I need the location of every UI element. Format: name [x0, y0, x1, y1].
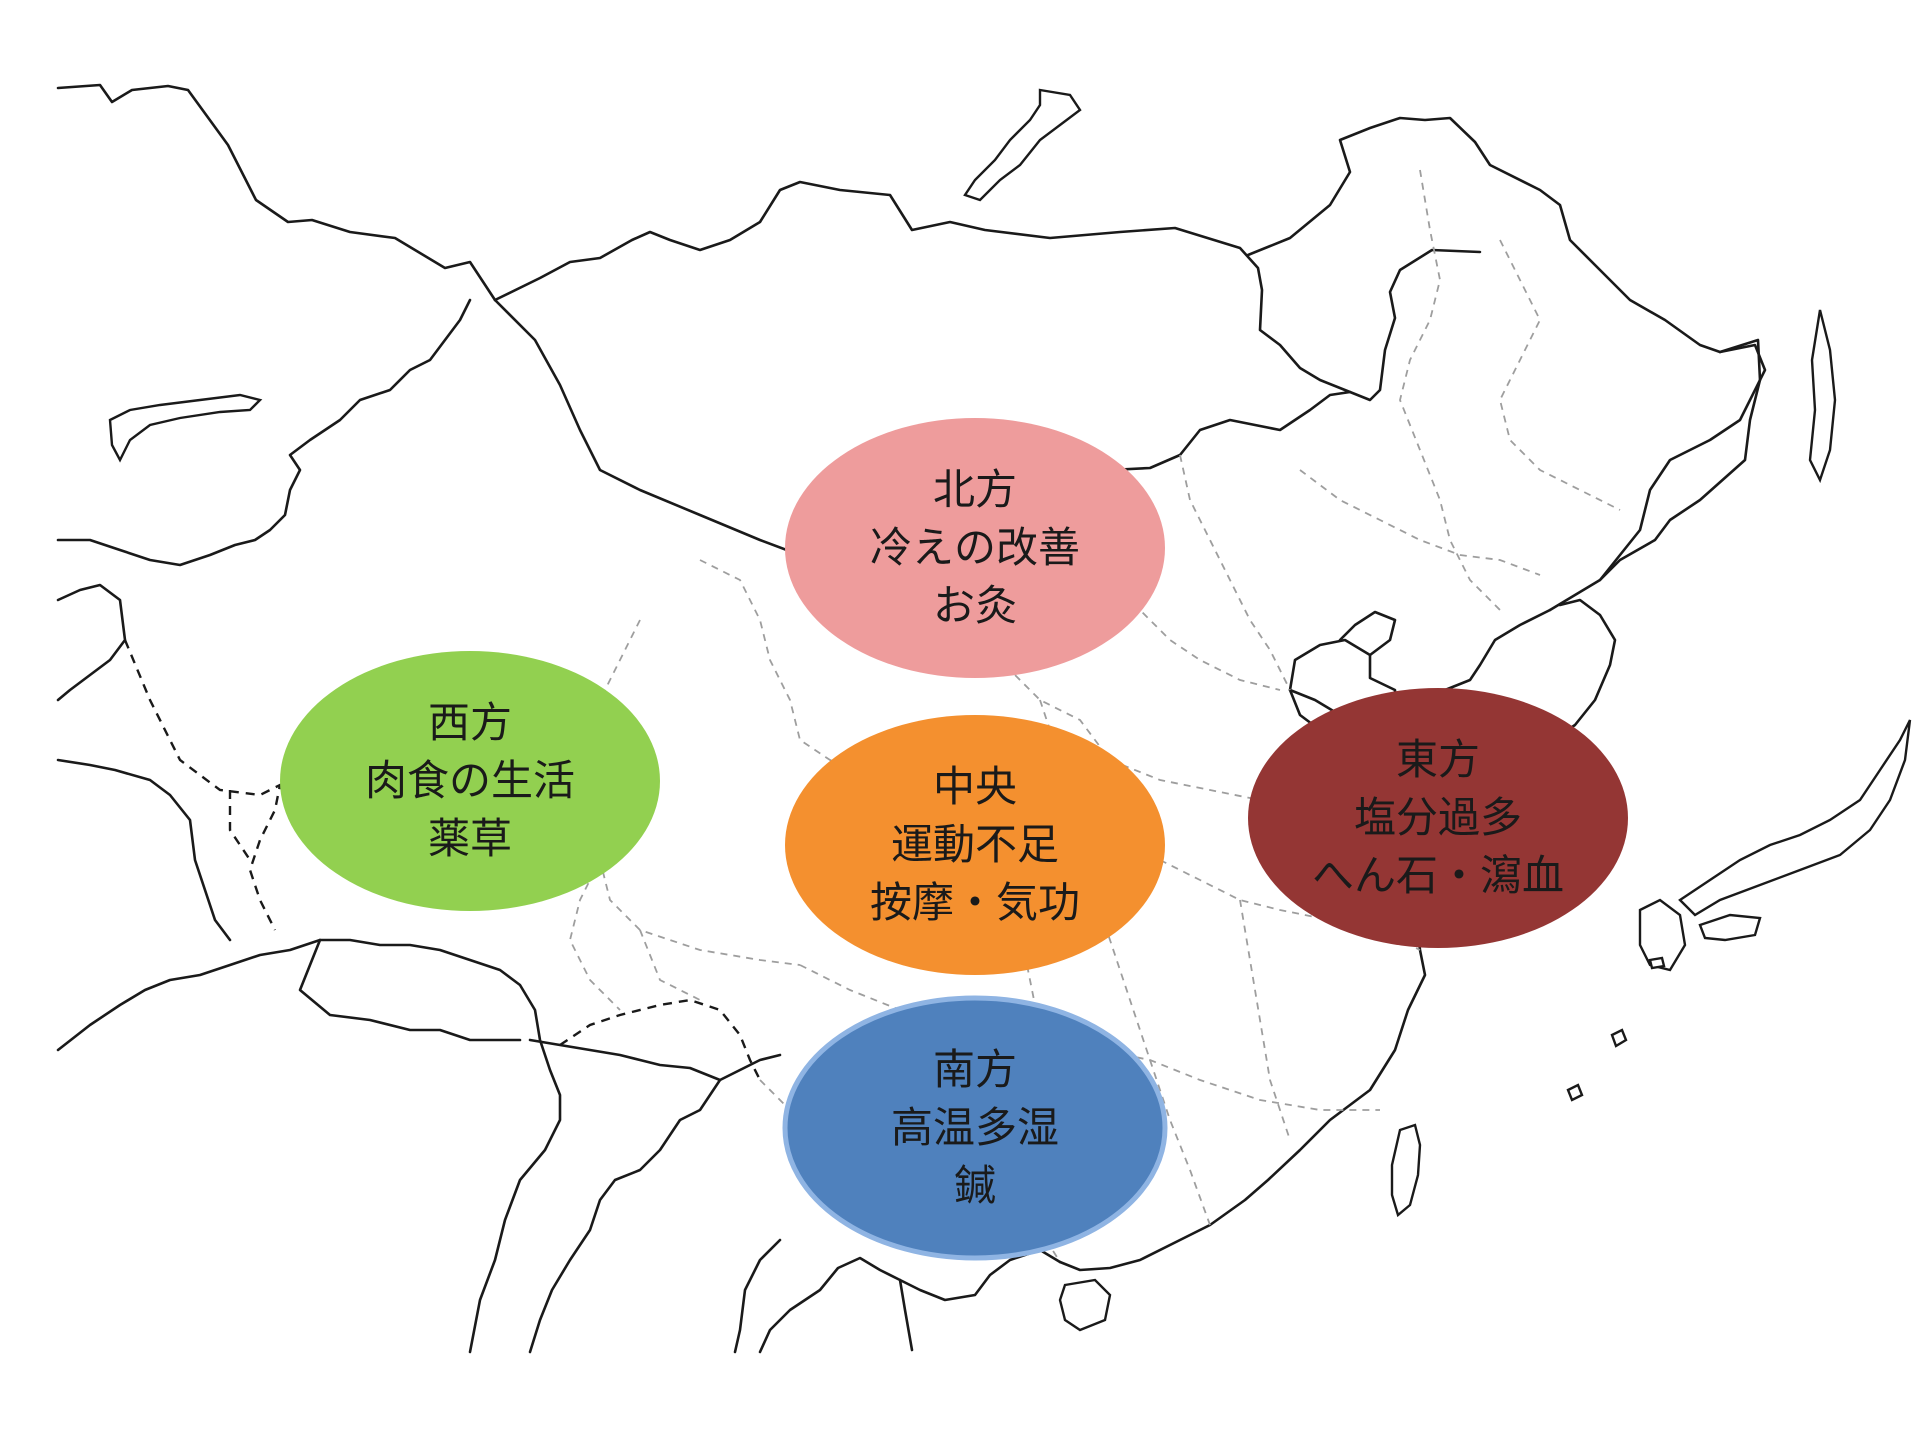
province-boundary-5 — [1179, 454, 1291, 691]
region-west-bubble — [280, 651, 660, 911]
russia-northeast-border — [1246, 116, 1767, 612]
nepal-bhutan-border — [298, 938, 782, 1082]
kyrgyzstan-border — [56, 298, 472, 567]
southeast-asia-border — [733, 1238, 1062, 1354]
region-center-line-1: 中央 — [933, 762, 1017, 811]
province-boundary-10 — [1159, 859, 1421, 1141]
regions-layer: 北方冷えの改善お灸西方肉食の生活薬草中央運動不足按摩・気功東方塩分過多へん石・瀉… — [280, 418, 1628, 1261]
region-east-line-2: 塩分過多 — [1354, 793, 1522, 842]
arunachal-disputed-line — [559, 998, 762, 1081]
region-west-line-1: 西方 — [428, 698, 512, 747]
region-east-bubble — [1248, 688, 1628, 948]
india-border — [56, 938, 562, 1354]
region-north-line-1: 北方 — [933, 465, 1017, 514]
hainan — [1058, 1278, 1112, 1332]
jeju-island — [1648, 956, 1666, 970]
taiwan — [1390, 1123, 1422, 1218]
ryukyu-island-1 — [1610, 1028, 1628, 1048]
lake-baikal — [963, 88, 1082, 202]
region-south-line-3: 鍼 — [954, 1161, 996, 1210]
far-east-coast — [1598, 338, 1762, 582]
region-south-line-1: 南方 — [933, 1045, 1017, 1094]
region-north-line-2: 冷えの改善 — [870, 523, 1080, 572]
ryukyu-island-2 — [1566, 1083, 1584, 1102]
province-boundary-6 — [1399, 169, 1621, 611]
kazakhstan-border — [56, 83, 497, 302]
region-north-bubble — [785, 418, 1165, 678]
region-south-bubble — [782, 995, 1168, 1261]
region-east-line-3: へん石・瀉血 — [1312, 851, 1564, 900]
province-boundary-7 — [1299, 469, 1541, 576]
region-south-line-2: 高温多湿 — [891, 1103, 1059, 1152]
province-boundary-4 — [1009, 477, 1281, 691]
sakhalin — [1808, 309, 1837, 484]
region-center-line-2: 運動不足 — [891, 820, 1059, 869]
region-west-line-2: 肉食の生活 — [365, 756, 575, 805]
region-center-line-3: 按摩・気功 — [870, 878, 1080, 927]
myanmar-border — [528, 1078, 722, 1354]
lake-balkhash — [108, 393, 263, 463]
west-pakistan-border — [56, 583, 232, 942]
province-boundary-12 — [569, 859, 701, 1011]
region-west-line-3: 薬草 — [428, 814, 512, 863]
map-base — [56, 83, 1912, 1354]
japan-shikoku — [1698, 913, 1762, 942]
mongolia-border — [493, 180, 1482, 402]
japan-kyushu — [1638, 898, 1687, 972]
region-north-line-3: お灸 — [933, 581, 1017, 630]
region-center-bubble — [785, 715, 1165, 975]
kashmir-disputed-line — [123, 639, 282, 931]
japan-honshu — [1678, 719, 1912, 917]
region-east-line-1: 東方 — [1396, 735, 1480, 784]
